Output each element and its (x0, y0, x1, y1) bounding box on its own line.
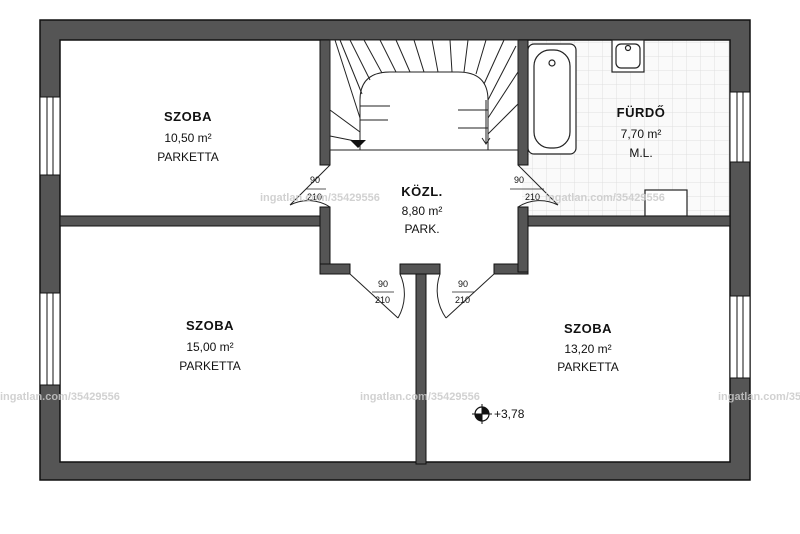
room-name: KÖZL. (401, 184, 443, 199)
room-floor: M.L. (629, 146, 652, 160)
bath-cabinet (644, 189, 688, 217)
elevation-value: +3,78 (494, 407, 525, 421)
interior-walls (59, 39, 731, 465)
room-name: SZOBA (186, 318, 234, 333)
room-area: 10,50 m² (164, 131, 211, 145)
watermark: ingatlan.com/35429556 (260, 192, 380, 204)
room-label-szoba-1: SZOBA 10,50 m² PARKETTA (157, 109, 219, 164)
sink (611, 39, 645, 73)
door-width: 90 (378, 279, 388, 289)
room-floor: PARKETTA (179, 359, 241, 373)
room-area: 13,20 m² (564, 342, 611, 356)
room-label-furdo: FÜRDŐ 7,70 m² M.L. (617, 105, 666, 160)
doors (289, 164, 559, 319)
room-area: 7,70 m² (621, 127, 662, 141)
stair-arrow-icon (350, 140, 366, 148)
room-area: 8,80 m² (402, 204, 443, 218)
door-width: 90 (458, 279, 468, 289)
watermark: ingatlan.com/35429556 (718, 391, 800, 403)
elevation-marker: +3,78 (472, 404, 525, 424)
door-height: 210 (455, 295, 470, 305)
watermark: ingatlan.com/35429556 (545, 192, 665, 204)
room-name: SZOBA (164, 109, 212, 124)
door-width: 90 (514, 175, 524, 185)
staircase (329, 39, 519, 151)
room-label-szoba-3: SZOBA 13,20 m² PARKETTA (557, 321, 619, 374)
door-height: 210 (525, 192, 540, 202)
room-floor: PARKETTA (157, 150, 219, 164)
bathtub (527, 43, 577, 155)
door-label-4: 90 210 (452, 279, 474, 305)
watermark: ingatlan.com/35429556 (360, 391, 480, 403)
door-label-2: 90 210 (510, 175, 544, 202)
door-label-3: 90 210 (372, 279, 394, 305)
room-name: FÜRDŐ (617, 105, 666, 120)
door-height: 210 (307, 192, 322, 202)
room-area: 15,00 m² (186, 340, 233, 354)
door-label-1: 90 210 (306, 175, 326, 202)
door-width: 90 (310, 175, 320, 185)
room-label-kozl: KÖZL. 8,80 m² PARK. (401, 184, 443, 236)
room-floor: PARK. (404, 222, 439, 236)
room-label-szoba-2: SZOBA 15,00 m² PARKETTA (179, 318, 241, 373)
watermark: ingatlan.com/35429556 (0, 391, 120, 403)
room-name: SZOBA (564, 321, 612, 336)
door-height: 210 (375, 295, 390, 305)
windows (39, 91, 751, 386)
room-floor: PARKETTA (557, 360, 619, 374)
watermarks: ingatlan.com/35429556 ingatlan.com/35429… (0, 192, 800, 403)
